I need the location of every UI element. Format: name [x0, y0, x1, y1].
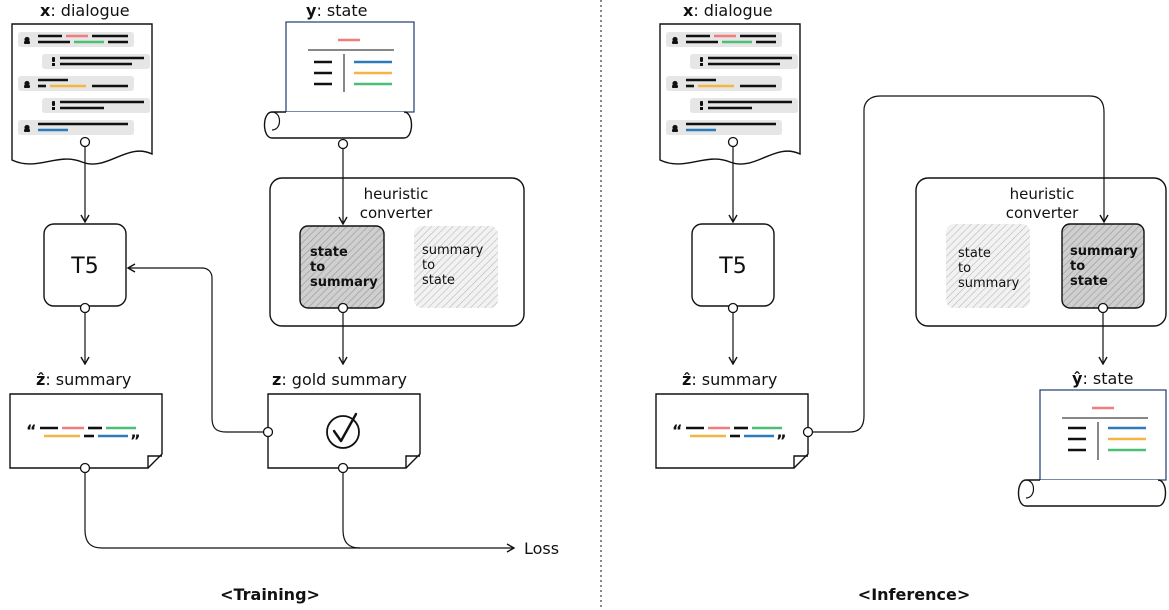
training-panel: x: dialogue y: state T5 heuristic conver… [9, 1, 559, 604]
inf-dialogue-title: x: dialogue [683, 1, 773, 20]
inf-op-state-to-summary [946, 224, 1030, 308]
svg-text:to: to [958, 261, 971, 276]
inference-panel: x: dialogue T5 heuristic converter state… [655, 1, 1167, 604]
svg-text:state: state [422, 273, 455, 288]
quote-open-icon: “ [672, 421, 683, 440]
checkmark-icon [326, 412, 360, 449]
inf-state-scroll [1017, 389, 1167, 507]
train-gold-title: z: gold summary [272, 370, 407, 389]
quote-close-icon: ” [776, 431, 787, 450]
svg-text:summary: summary [1070, 244, 1138, 259]
train-loss-label: Loss [524, 539, 559, 558]
inf-pred-summary-note: “ ” [655, 393, 809, 469]
train-pred-title: ẑ: summary [36, 370, 131, 389]
svg-text:state: state [310, 245, 348, 260]
training-caption: <Training> [220, 585, 320, 604]
train-op-summary-to-state [414, 226, 498, 308]
svg-text:state: state [1070, 274, 1108, 289]
inf-pred-title: ẑ: summary [682, 370, 777, 389]
svg-text:to: to [1070, 259, 1085, 274]
quote-close-icon: ” [130, 431, 141, 450]
svg-text:to: to [310, 260, 325, 275]
train-state-title: y: state [306, 1, 367, 20]
inf-converter-title-1: heuristic [1010, 185, 1075, 203]
train-dialogue-title: x: dialogue [40, 1, 130, 20]
train-converter-title-1: heuristic [364, 185, 429, 203]
svg-text:to: to [422, 258, 435, 273]
train-t5-label: T5 [70, 254, 98, 279]
train-converter-title-2: converter [360, 204, 433, 222]
train-pred-summary-note: “ ” [9, 393, 163, 469]
train-state-scroll [263, 21, 415, 139]
quote-open-icon: “ [26, 421, 37, 440]
svg-text:state: state [958, 246, 991, 261]
svg-text:summary: summary [310, 275, 378, 290]
svg-text:summary: summary [422, 243, 484, 258]
svg-text:summary: summary [958, 276, 1020, 291]
inference-caption: <Inference> [858, 585, 970, 604]
inf-converter-title-2: converter [1006, 204, 1079, 222]
train-gold-summary-note [267, 393, 421, 469]
inf-state-title: ŷ: state [1072, 369, 1133, 388]
inf-t5-label: T5 [718, 254, 746, 279]
